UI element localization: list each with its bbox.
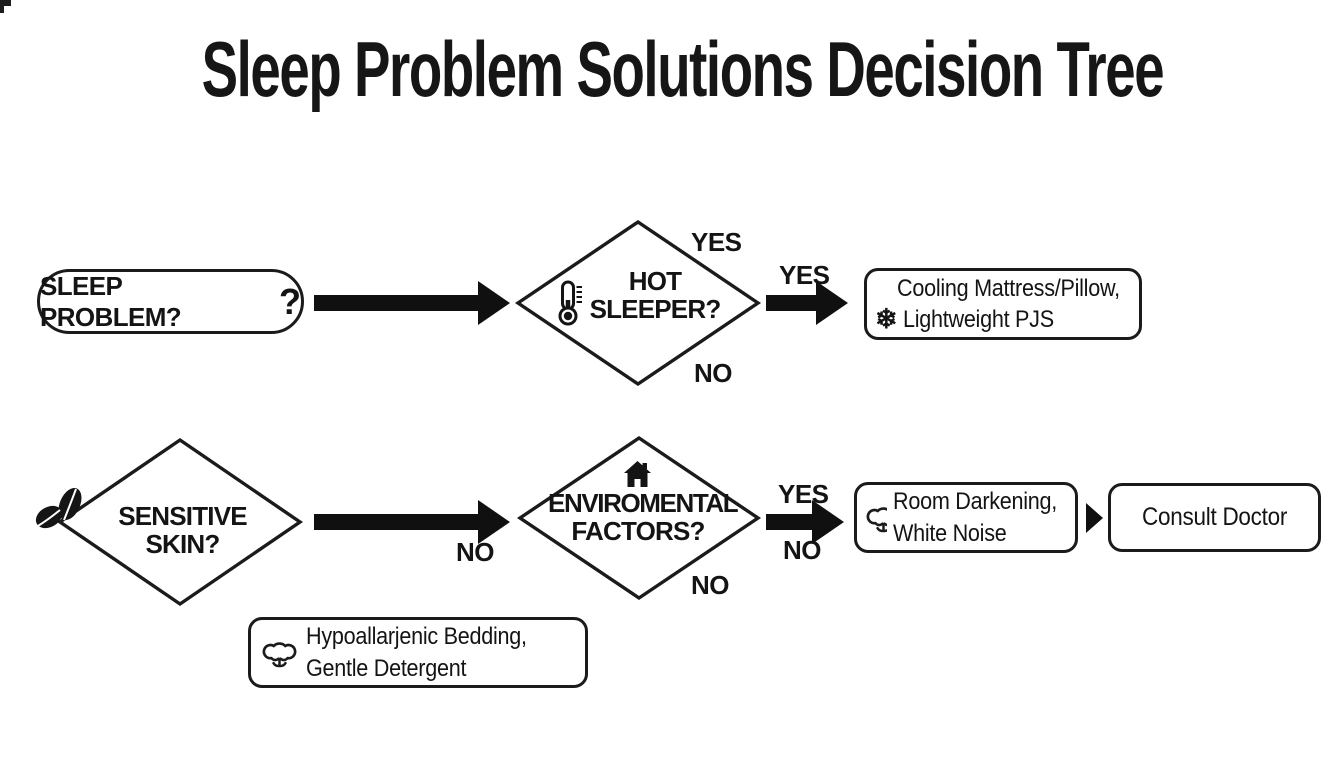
hot-sleeper-yes-label: YES	[691, 227, 742, 257]
sensitive-skin-line1: SENSITIVE	[118, 501, 247, 531]
room-line1: Room Darkening,	[892, 488, 1057, 516]
arrow-yes-label-row2: YES	[778, 479, 829, 509]
environmental-line1: ENVIROMENTAL	[548, 488, 739, 518]
decision-diamond-sensitive-skin	[56, 437, 304, 607]
arrow-sensitive-skin-to-environmental	[314, 500, 510, 544]
arrow-shape	[314, 281, 510, 325]
arrow-shape	[766, 281, 848, 325]
arrow-shape	[766, 500, 844, 544]
hypoallergenic-line1: Hypoallarjenic Bedding,	[306, 623, 527, 651]
question-mark-icon: ?	[279, 280, 301, 322]
consult-doctor-label: Consult Doctor	[1141, 503, 1288, 532]
hypoallergenic-line2: Gentle Detergent	[306, 654, 467, 682]
arrow-shape	[1086, 503, 1103, 533]
arrow-no-label-row2b: NO	[783, 535, 822, 565]
environmental-label: ENVIROMENTAL FACTORS?	[548, 488, 739, 547]
result-node-cooling: Cooling Mattress/Pillow, ❄ Lightweight P…	[864, 268, 1142, 340]
cotton-icon	[866, 507, 887, 533]
leaf-icon	[35, 487, 82, 529]
arrow-room-to-consult	[1086, 503, 1103, 533]
house-icon	[624, 461, 651, 487]
arrow-no-label-row2: NO	[456, 537, 495, 567]
room-line2: White Noise	[892, 519, 1007, 547]
sensitive-skin-line2: SKIN?	[145, 529, 220, 560]
thermometer-icon	[558, 280, 582, 326]
result-node-room: Room Darkening, White Noise	[854, 482, 1078, 553]
cooling-line2: Lightweight PJS	[902, 306, 1054, 333]
arrow-start-to-hot-sleeper	[314, 281, 510, 325]
diamond-shape	[514, 219, 762, 387]
hot-sleeper-line2: SLEEPER?	[589, 294, 722, 325]
decision-diamond-environmental	[516, 435, 762, 601]
start-node-label: SLEEP PROBLEM?	[40, 270, 182, 332]
arrow-environmental-to-room	[766, 500, 844, 544]
start-node-sleep-problem: SLEEP PROBLEM? ?	[37, 269, 304, 334]
page-title: Sleep Problem Solutions Decision Tree	[201, 25, 1165, 113]
snowflake-icon: ❄	[875, 304, 898, 335]
sensitive-skin-label: SENSITIVE SKIN?	[95, 502, 270, 558]
hot-sleeper-label: HOT SLEEPER?	[570, 267, 740, 323]
decision-diamond-hot-sleeper	[514, 219, 762, 387]
arrow-shape	[314, 500, 510, 544]
environmental-no-label: NO	[691, 570, 730, 600]
diamond-shape	[516, 435, 762, 601]
result-node-hypoallergenic: Hypoallarjenic Bedding, Gentle Detergent	[248, 617, 588, 688]
cotton-icon	[262, 642, 297, 668]
scan-artifact	[0, 0, 11, 6]
hot-sleeper-no-label: NO	[694, 358, 733, 388]
environmental-line2: FACTORS?	[571, 516, 705, 547]
scan-artifact	[0, 6, 4, 13]
diamond-shape	[56, 437, 304, 607]
cooling-line1: Cooling Mattress/Pillow,	[897, 274, 1120, 302]
result-node-consult-doctor: Consult Doctor	[1108, 483, 1321, 552]
arrow-hot-sleeper-to-cooling	[766, 281, 848, 325]
hot-sleeper-line1: HOT	[628, 266, 682, 296]
